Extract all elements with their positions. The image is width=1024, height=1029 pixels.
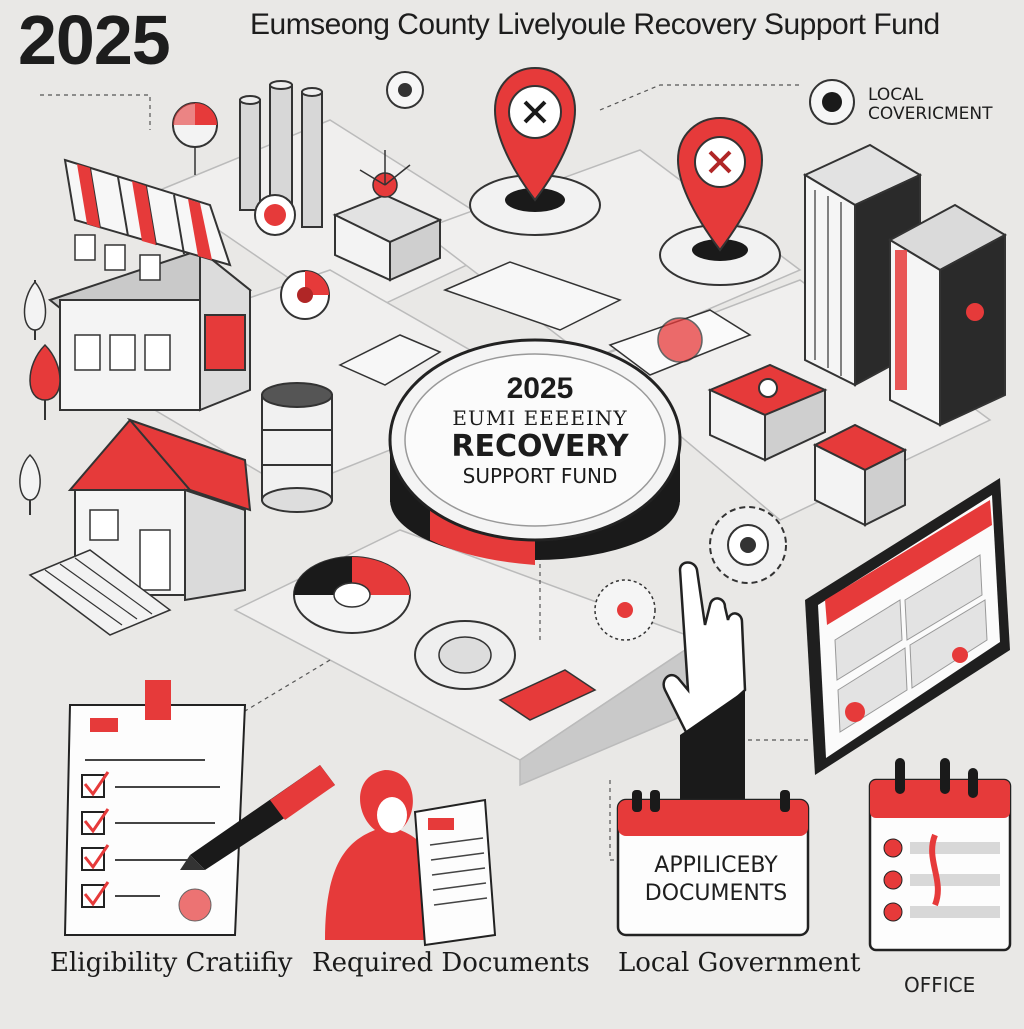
house-icon: [28, 417, 252, 636]
local-government-top-label: LOCAL COVERICMENT: [868, 85, 993, 124]
store-box-icon: [707, 363, 908, 527]
office-label: OFFICE: [904, 973, 976, 997]
person-with-document-icon: [325, 770, 497, 947]
pie-marker-icon: [172, 102, 218, 175]
header-year: 2025: [18, 1, 171, 79]
tablet-icon: [805, 478, 1010, 775]
header-title: Eumseong County Livelyoule Recovery Supp…: [250, 8, 940, 41]
document-card-text: APPILICEBY DOCUMENTS: [626, 852, 806, 908]
pen-icon: [180, 765, 335, 870]
target-icon: [254, 194, 330, 320]
gear-icon: [709, 506, 787, 584]
barrel-icon: [261, 382, 333, 513]
badge-line-3: SUPPORT FUND: [462, 464, 618, 488]
dial-icon: [293, 556, 656, 721]
location-pin-icon-2: [659, 116, 781, 286]
pointing-hand-icon: [662, 561, 747, 800]
receipt-icon: [338, 261, 752, 386]
required-documents-label: Required Documents: [312, 948, 590, 978]
checklist-clipboard-icon: [63, 680, 247, 936]
office-tower-icon: [802, 143, 1008, 427]
central-fund-badge: [388, 338, 682, 565]
document-card-line-2: DOCUMENTS: [644, 881, 788, 906]
hub-box-icon: [332, 150, 443, 282]
badge-line-2: RECOVERY: [451, 429, 629, 464]
document-card-line-1: APPILICEBY: [654, 853, 778, 878]
eligibility-label: Eligibility Cratiifiy: [50, 948, 293, 978]
location-pin-icon: [469, 66, 601, 236]
local-government-marker-icon: [386, 71, 855, 125]
local-government-label: Local Government: [618, 948, 861, 978]
market-building-icon: [47, 158, 253, 412]
badge-line-1: EUMI EEEEINY: [452, 406, 628, 430]
application-document-card-icon: [616, 790, 810, 937]
badge-year: 2025: [506, 372, 574, 405]
central-badge-text: 2025 EUMI EEEEINY RECOVERY SUPPORT FUND: [420, 372, 660, 488]
tree-icon: [19, 280, 61, 515]
office-calendar-icon: [868, 758, 1012, 952]
